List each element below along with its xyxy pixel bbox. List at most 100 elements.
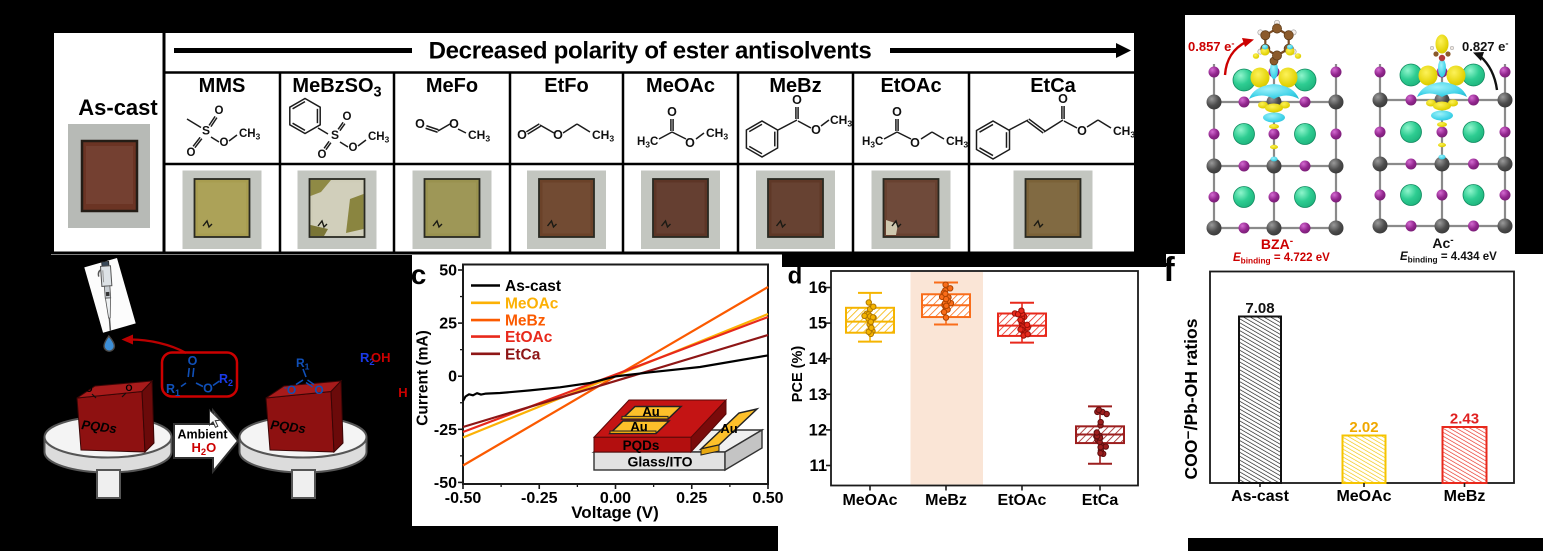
svg-text:CH3: CH3 (468, 128, 490, 144)
svg-text:EtCa: EtCa (1082, 492, 1119, 509)
svg-text:CH3: CH3 (239, 128, 261, 142)
svg-text:0.00: 0.00 (600, 490, 631, 507)
svg-text:BZA-: BZA- (1261, 236, 1293, 252)
svg-text:MeBz: MeBz (925, 492, 967, 509)
svg-text:R1: R1 (166, 382, 180, 398)
svg-text:7.08: 7.08 (1245, 300, 1274, 317)
svg-text:0: 0 (448, 369, 457, 386)
svg-text:O: O (343, 111, 352, 123)
svg-text:PCE (%): PCE (%) (790, 346, 806, 403)
svg-text:O: O (85, 384, 92, 394)
svg-text:14: 14 (809, 350, 828, 368)
svg-text:O: O (517, 128, 527, 142)
svg-text:MeFo: MeFo (426, 75, 478, 97)
svg-text:S: S (331, 128, 339, 142)
svg-text:CH3: CH3 (946, 134, 968, 150)
svg-text:COO⁻/Pb-OH ratios: COO⁻/Pb-OH ratios (1181, 318, 1201, 479)
svg-text:MeBz: MeBz (769, 75, 821, 97)
svg-text:O: O (415, 117, 425, 131)
svg-text:MeBz: MeBz (1444, 488, 1486, 505)
svg-text:O: O (318, 149, 327, 161)
svg-text:50: 50 (439, 263, 457, 280)
svg-text:- O: - O (284, 382, 296, 397)
svg-text:O: O (125, 383, 132, 393)
svg-text:MeOAc: MeOAc (646, 75, 715, 97)
svg-text:EtOAc: EtOAc (880, 75, 941, 97)
svg-text:O: O (1077, 124, 1087, 138)
svg-text:Au: Au (720, 421, 737, 436)
svg-text:Decreased polarity of ester an: Decreased polarity of ester antisolvents (429, 38, 872, 65)
svg-text:Ambient: Ambient (178, 428, 229, 442)
svg-text:H3 C: H3 C (637, 136, 658, 150)
svg-text:2.02: 2.02 (1349, 419, 1378, 436)
svg-text:MeOAc: MeOAc (505, 295, 559, 312)
svg-text:EtFo: EtFo (544, 75, 588, 97)
svg-text:H3 C: H3 C (862, 136, 883, 150)
svg-text:0.25: 0.25 (676, 490, 707, 507)
svg-text:Ebinding = 4.434 eV: Ebinding = 4.434 eV (1400, 251, 1497, 265)
svg-text:O: O (892, 105, 902, 119)
svg-text:12: 12 (809, 421, 827, 439)
svg-text:Voltage (V): Voltage (V) (571, 503, 659, 522)
svg-text:O: O (910, 136, 920, 150)
svg-text:Au: Au (630, 419, 647, 434)
svg-text:O: O (188, 354, 198, 368)
svg-text:15: 15 (809, 315, 827, 333)
svg-text:O: O (449, 117, 459, 131)
svg-text:MeBz: MeBz (505, 313, 546, 330)
svg-text:Ebinding = 4.722 eV: Ebinding = 4.722 eV (1233, 252, 1330, 266)
svg-text:H2 O: H2 O (192, 440, 217, 457)
svg-text:0.857 e-: 0.857 e- (1188, 38, 1235, 55)
svg-text:O: O (203, 382, 213, 396)
svg-text:11: 11 (810, 457, 827, 475)
svg-text:EtOAc: EtOAc (998, 492, 1047, 509)
svg-text:MeBzSO3: MeBzSO3 (292, 75, 381, 100)
svg-text:R2: R2 (219, 372, 233, 388)
svg-text:CH3: CH3 (830, 113, 852, 129)
svg-text:PQDs: PQDs (623, 438, 660, 453)
svg-text:-50: -50 (434, 475, 457, 492)
svg-text:O: O (667, 105, 677, 119)
svg-text:EtCa: EtCa (1030, 75, 1076, 97)
svg-text:EtCa: EtCa (505, 346, 541, 363)
svg-text:As-cast: As-cast (505, 278, 561, 295)
svg-text:Current (mA): Current (mA) (415, 330, 432, 426)
svg-text:PQDs: PQDs (81, 417, 118, 436)
svg-text:-0.50: -0.50 (445, 490, 482, 507)
svg-text:25: 25 (439, 316, 457, 333)
svg-text:2.43: 2.43 (1450, 411, 1479, 428)
svg-text:Au: Au (642, 404, 659, 419)
svg-text:O: O (1058, 92, 1068, 106)
svg-text:EtOAc: EtOAc (505, 329, 553, 346)
svg-text:O: O (314, 383, 323, 397)
svg-text:O: O (811, 123, 821, 137)
svg-text:MeOAc: MeOAc (842, 492, 897, 509)
svg-text:CH3: CH3 (1113, 124, 1135, 140)
svg-text:PQDs: PQDs (270, 417, 307, 436)
svg-text:O: O (215, 105, 224, 117)
svg-text:O: O (349, 142, 358, 154)
svg-text:R1: R1 (296, 356, 310, 372)
svg-text:Ac-: Ac- (1432, 235, 1453, 251)
svg-text:MMS: MMS (199, 75, 246, 97)
svg-text:-0.25: -0.25 (521, 490, 558, 507)
svg-text:f: f (1163, 251, 1175, 289)
svg-text:O: O (792, 93, 802, 107)
svg-text:MeOAc: MeOAc (1336, 488, 1391, 505)
svg-text:As-cast: As-cast (1231, 488, 1289, 505)
svg-text:O: O (553, 128, 563, 142)
svg-text:0.50: 0.50 (752, 490, 783, 507)
svg-text:H: H (398, 385, 407, 400)
svg-text:OH: OH (371, 350, 391, 365)
svg-text:O: O (187, 147, 196, 159)
svg-text:CH3: CH3 (706, 126, 728, 142)
svg-text:R2: R2 (360, 350, 375, 367)
svg-text:c: c (411, 259, 427, 290)
svg-text:d: d (788, 263, 803, 290)
svg-text:16: 16 (809, 279, 827, 297)
svg-text:0.827 e-: 0.827 e- (1462, 38, 1509, 55)
svg-text:Glass/ITO: Glass/ITO (627, 454, 692, 470)
svg-text:CH3: CH3 (592, 128, 614, 144)
svg-text:-25: -25 (434, 422, 457, 439)
svg-text:S: S (202, 124, 210, 138)
